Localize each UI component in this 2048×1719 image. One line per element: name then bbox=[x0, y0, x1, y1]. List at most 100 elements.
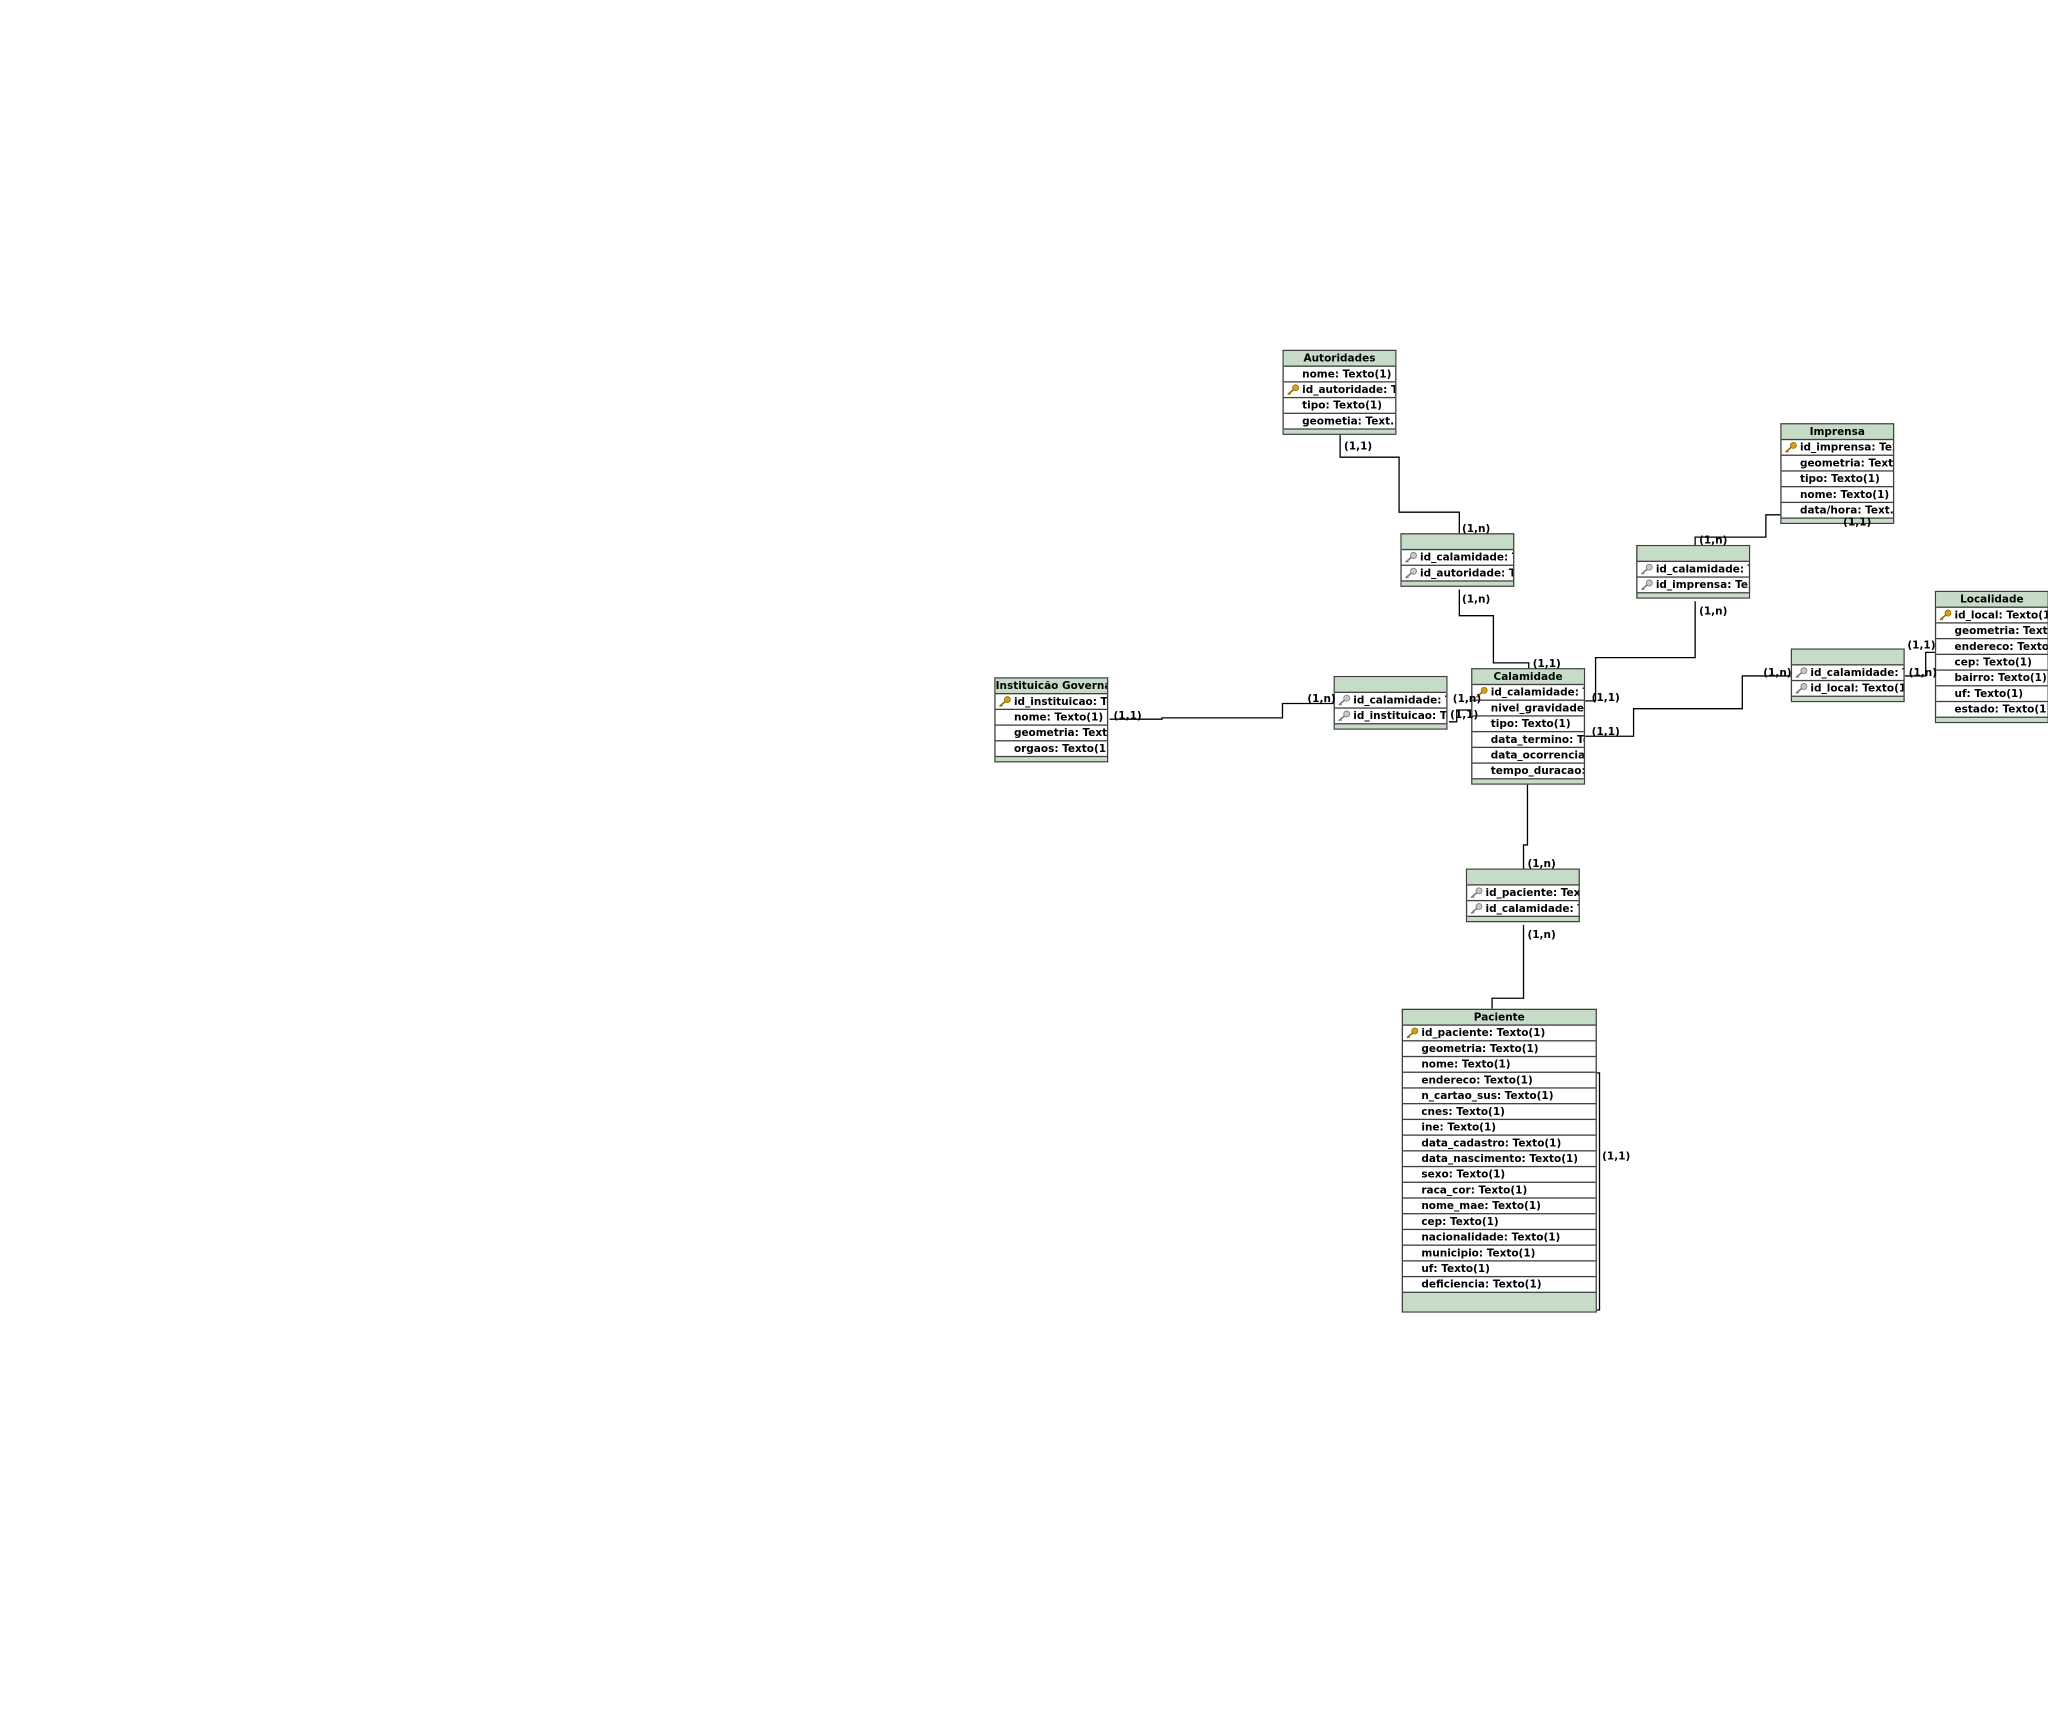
cardinality-label: (1,n) bbox=[1699, 605, 1728, 618]
cardinality-label: (1,n) bbox=[1527, 928, 1556, 941]
attribute-text: estado: Texto(1) bbox=[1954, 703, 2048, 716]
attribute-text: id_imprensa: Tex... bbox=[1799, 441, 1893, 454]
cardinality-label: (1,1) bbox=[1907, 639, 1936, 652]
attribute-row[interactable]: id_local: Texto(1) bbox=[1936, 608, 2048, 624]
attribute-row[interactable]: id_local: Texto(1) bbox=[1792, 681, 1904, 697]
attribute-row[interactable]: id_calamidade: T... bbox=[1792, 665, 1904, 682]
connector-line bbox=[1109, 702, 1334, 720]
attribute-text: tipo: Texto(1) bbox=[1302, 399, 1382, 412]
attribute-row[interactable]: data_ocorrencia: ... bbox=[1472, 748, 1584, 764]
entity-title: Instituicão Governa... bbox=[995, 678, 1107, 695]
attribute-row[interactable]: data/hora: Text... bbox=[1781, 503, 1893, 519]
attribute-row[interactable]: municipio: Texto(1) bbox=[1403, 1246, 1596, 1262]
entity-calamidade[interactable]: Calamidade id_calamidade: T...nivel_grav… bbox=[1471, 668, 1586, 785]
attribute-row[interactable]: sexo: Texto(1) bbox=[1403, 1167, 1596, 1183]
attribute-row[interactable]: tipo: Texto(1) bbox=[1472, 717, 1584, 733]
entity-footer bbox=[1467, 916, 1579, 921]
attribute-row[interactable]: id_calamidade: T... bbox=[1472, 685, 1584, 701]
cardinality-label: (1,n) bbox=[1461, 522, 1491, 535]
attribute-row[interactable]: data_cadastro: Texto(1) bbox=[1403, 1136, 1596, 1152]
attribute-row[interactable]: id_calamidade: T... bbox=[1334, 693, 1447, 709]
entity-title: Paciente bbox=[1403, 1010, 1596, 1026]
cardinality-label: (1,n) bbox=[1527, 858, 1556, 870]
attribute-row[interactable]: nivel_gravidade: ... bbox=[1472, 701, 1584, 717]
attribute-row[interactable]: orgaos: Texto(1) bbox=[995, 741, 1107, 758]
attribute-row[interactable]: data_termino: Te... bbox=[1472, 732, 1584, 749]
attribute-text: geometria: Texto(1) bbox=[1421, 1042, 1539, 1055]
attribute-text: id_local: Texto(1) bbox=[1810, 682, 1904, 695]
entity-paciente[interactable]: Paciente id_paciente: Texto(1)geometria:… bbox=[1401, 1008, 1597, 1313]
attribute-text: id_calamidade: T... bbox=[1810, 666, 1903, 679]
attribute-row[interactable]: tipo: Texto(1) bbox=[1283, 398, 1396, 414]
attribute-row[interactable]: id_imprensa: Tex... bbox=[1781, 440, 1893, 456]
entity-footer bbox=[1401, 581, 1514, 586]
attribute-row[interactable]: nome: Texto(1) bbox=[1283, 367, 1396, 383]
attribute-text: id_calamidade: T... bbox=[1655, 563, 1749, 576]
attribute-text: ine: Texto(1) bbox=[1421, 1121, 1497, 1134]
attribute-row[interactable]: uf: Texto(1) bbox=[1936, 686, 2048, 703]
attribute-row[interactable]: id_autoridade: Te... bbox=[1283, 383, 1396, 399]
attribute-row[interactable]: geometria: Text... bbox=[995, 726, 1107, 742]
relationship-paciente-calamidade[interactable]: id_paciente: Text... id_calamidade: T... bbox=[1465, 868, 1580, 923]
attribute-row[interactable]: nome_mae: Texto(1) bbox=[1403, 1199, 1596, 1215]
attribute-row[interactable]: endereco: Texto(1) bbox=[1936, 639, 2048, 655]
attribute-row[interactable]: n_cartao_sus: Texto(1) bbox=[1403, 1089, 1596, 1105]
attribute-row[interactable]: geometria: Text... bbox=[1781, 456, 1893, 472]
attribute-row[interactable]: cep: Texto(1) bbox=[1936, 655, 2048, 671]
relationship-autoridades-calamidade[interactable]: id_calamidade: T...id_autoridade: Te... bbox=[1400, 533, 1515, 587]
attribute-text: id_imprensa: Tex... bbox=[1655, 579, 1749, 591]
attribute-row[interactable]: id_calamidade: T... bbox=[1467, 901, 1579, 917]
attribute-row[interactable]: nome: Texto(1) bbox=[1403, 1057, 1596, 1073]
attribute-row[interactable]: id_calamidade: T... bbox=[1401, 550, 1514, 566]
entity-footer bbox=[1781, 518, 1893, 523]
entity-localidade[interactable]: Localidade id_local: Texto(1)geometria: … bbox=[1934, 590, 2048, 724]
attribute-row[interactable]: id_instituicao: Te... bbox=[1334, 709, 1447, 725]
attribute-text: data/hora: Text... bbox=[1799, 504, 1893, 517]
connector-line bbox=[1596, 1072, 1601, 1311]
attribute-row[interactable]: id_paciente: Texto(1) bbox=[1403, 1026, 1596, 1042]
attribute-row[interactable]: geometia: Text... bbox=[1283, 414, 1396, 430]
attribute-row[interactable]: raca_cor: Texto(1) bbox=[1403, 1183, 1596, 1199]
attribute-row[interactable]: nome: Texto(1) bbox=[995, 710, 1107, 726]
attribute-row[interactable]: geometria: Text... bbox=[1936, 624, 2048, 640]
attribute-row[interactable]: id_paciente: Text... bbox=[1467, 886, 1579, 902]
relationship-imprensa-calamidade[interactable]: id_calamidade: T... id_imprensa: Tex... bbox=[1636, 544, 1751, 599]
attribute-row[interactable]: id_calamidade: T... bbox=[1637, 562, 1749, 578]
attribute-text: tipo: Texto(1) bbox=[1490, 717, 1571, 730]
attribute-row[interactable]: cnes: Texto(1) bbox=[1403, 1104, 1596, 1121]
attribute-row[interactable]: nome: Texto(1) bbox=[1781, 487, 1893, 504]
cardinality-label: (1,n) bbox=[1763, 666, 1792, 679]
relationship-instituicao-calamidade[interactable]: id_calamidade: T...id_instituicao: Te... bbox=[1333, 675, 1448, 730]
attribute-row[interactable]: tipo: Texto(1) bbox=[1781, 472, 1893, 488]
attribute-text: nome: Texto(1) bbox=[1013, 711, 1104, 724]
attribute-text: tempo_duracao: ... bbox=[1490, 765, 1584, 777]
entity-imprensa[interactable]: Imprensa id_imprensa: Tex...geometria: T… bbox=[1780, 423, 1895, 524]
attribute-row[interactable]: geometria: Texto(1) bbox=[1403, 1041, 1596, 1058]
attribute-row[interactable]: id_instituicao: Te... bbox=[995, 694, 1107, 711]
attribute-row[interactable]: id_autoridade: Te... bbox=[1401, 566, 1514, 582]
attribute-row[interactable]: bairro: Texto(1) bbox=[1936, 671, 2048, 687]
entity-title bbox=[1334, 677, 1447, 693]
attribute-text: sexo: Texto(1) bbox=[1421, 1168, 1506, 1181]
entity-instituicao-governamental[interactable]: Instituicão Governa... id_instituicao: T… bbox=[994, 677, 1109, 763]
attribute-row[interactable]: ine: Texto(1) bbox=[1403, 1120, 1596, 1136]
connector-line bbox=[1491, 924, 1525, 1009]
relationship-calamidade-localidade[interactable]: id_calamidade: T... id_local: Texto(1) bbox=[1790, 648, 1905, 703]
attribute-row[interactable]: endereco: Texto(1) bbox=[1403, 1073, 1596, 1089]
attribute-row[interactable]: tempo_duracao: ... bbox=[1472, 764, 1584, 780]
attribute-text: raca_cor: Texto(1) bbox=[1421, 1184, 1528, 1197]
entity-title: Calamidade bbox=[1472, 669, 1584, 686]
attribute-row[interactable]: uf: Texto(1) bbox=[1403, 1262, 1596, 1278]
attribute-row[interactable]: deficiencia: Texto(1) bbox=[1403, 1277, 1596, 1293]
entity-footer bbox=[1637, 593, 1749, 598]
attribute-text: id_paciente: Text... bbox=[1485, 886, 1579, 899]
attribute-row[interactable]: cep: Texto(1) bbox=[1403, 1214, 1596, 1231]
entity-autoridades[interactable]: Autoridades nome: Texto(1)id_autoridade:… bbox=[1282, 349, 1397, 435]
attribute-text: nome_mae: Texto(1) bbox=[1421, 1199, 1541, 1212]
attribute-row[interactable]: estado: Texto(1) bbox=[1936, 702, 2048, 718]
attribute-text: nome: Texto(1) bbox=[1421, 1058, 1511, 1071]
entity-title: Localidade bbox=[1936, 592, 2048, 608]
attribute-row[interactable]: nacionalidade: Texto(1) bbox=[1403, 1230, 1596, 1246]
attribute-row[interactable]: id_imprensa: Tex... bbox=[1637, 578, 1749, 594]
attribute-row[interactable]: data_nascimento: Texto(1) bbox=[1403, 1151, 1596, 1168]
